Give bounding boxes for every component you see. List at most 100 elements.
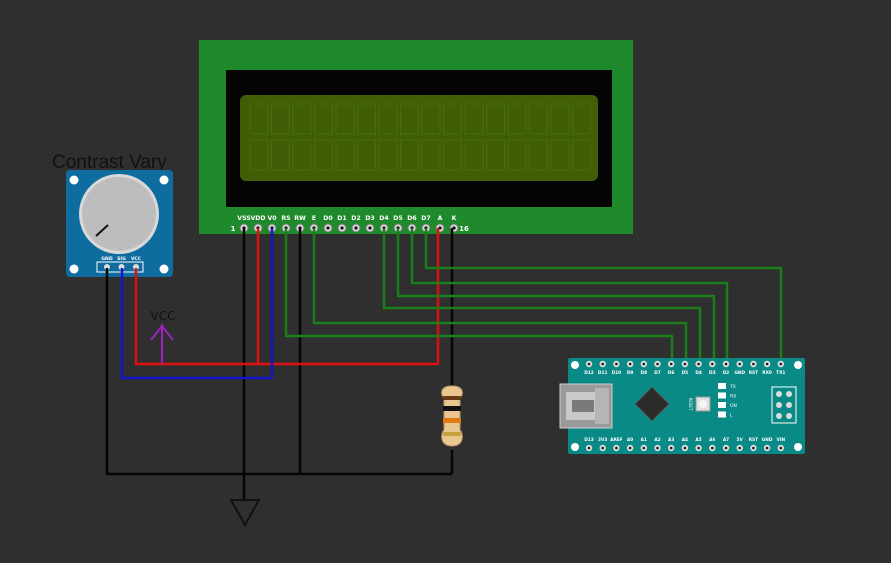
nano-pin-hole xyxy=(669,446,673,450)
lcd-character-cell xyxy=(335,103,355,135)
lcd-character-cell xyxy=(550,103,570,135)
lcd-character-cell xyxy=(249,139,269,171)
lcd-character-cell xyxy=(357,103,376,135)
lcd-pin-label: D2 xyxy=(351,215,360,222)
nano-pin-label: D4 xyxy=(695,370,702,376)
nano-pin-label: D9 xyxy=(627,370,634,376)
lcd-pin-label: V0 xyxy=(267,215,277,222)
mounting-hole xyxy=(69,264,79,274)
nano-pin-label: RST xyxy=(749,437,758,443)
mounting-hole xyxy=(159,264,169,274)
nano-pin-label: A5 xyxy=(695,437,701,443)
lcd-pin-label: RW xyxy=(294,215,306,222)
wire-e-d5 xyxy=(312,228,688,362)
status-led xyxy=(718,402,726,408)
nano-pin-label: A6 xyxy=(709,437,715,443)
nano-pin-label: AREF xyxy=(610,437,623,443)
wire-vdd-vcc xyxy=(134,228,260,366)
nano-pin-hole xyxy=(697,362,700,366)
status-led-label: L xyxy=(730,413,733,419)
nano-pin-hole xyxy=(738,362,741,366)
wire-v0-signal xyxy=(120,228,274,380)
lcd-pin-label: VDD xyxy=(250,215,265,222)
wire-d5-d3 xyxy=(396,228,716,362)
nano-pin-hole xyxy=(724,446,728,450)
wire-anode-vcc xyxy=(258,228,440,366)
lcd-character-cell xyxy=(507,103,527,135)
status-led xyxy=(718,392,726,399)
lcd-character-cell xyxy=(529,139,548,171)
resistor-band xyxy=(443,432,461,436)
resistor-band xyxy=(443,396,461,400)
nano-pin-label: D7 xyxy=(654,370,661,376)
icsp-pin xyxy=(776,391,782,397)
lcd-character-cell xyxy=(572,139,591,171)
status-led xyxy=(718,383,726,389)
nano-pin-hole xyxy=(752,446,755,450)
lcd-character-cell xyxy=(486,139,505,171)
nano-pin-label: D12 xyxy=(584,370,594,376)
lcd-character-cell xyxy=(314,139,333,171)
potentiometer-pin[interactable] xyxy=(104,264,110,270)
potentiometer-knob[interactable] xyxy=(82,177,156,251)
vcc-label: VCC xyxy=(151,309,176,323)
lcd-pin-label: K xyxy=(452,215,457,222)
reset-button-cap xyxy=(699,400,707,408)
nano-pin-hole xyxy=(615,446,618,450)
potentiometer-pin-label: GND xyxy=(101,256,113,262)
wires xyxy=(105,228,783,500)
nano-pin-label: RX0 xyxy=(762,370,772,376)
nano-pin-hole xyxy=(642,362,646,366)
nano-pin-hole xyxy=(765,446,769,450)
lcd-character-cell xyxy=(550,139,570,171)
lcd-character-cell xyxy=(400,103,419,135)
nano-pin-hole xyxy=(779,446,783,450)
lcd-pin-label: D4 xyxy=(379,215,389,222)
icsp-pins xyxy=(776,391,792,419)
icsp-pin xyxy=(776,413,782,419)
nano-pin-label: 3V3 xyxy=(598,437,607,443)
lcd-character-cell xyxy=(443,103,462,135)
nano-pin-hole xyxy=(669,362,673,366)
lcd-character-cell xyxy=(464,103,484,135)
nano-pin-label: GND xyxy=(762,437,773,443)
wire-d7-tx1 xyxy=(424,228,783,362)
vcc-symbol: VCC xyxy=(150,309,176,364)
nano-pin-label: 5V xyxy=(737,437,744,443)
nano-pin-hole xyxy=(601,362,604,366)
status-led xyxy=(718,411,726,418)
icsp-pin xyxy=(786,413,792,419)
nano-pin-hole xyxy=(724,362,728,366)
lcd-pin-hole xyxy=(326,226,330,230)
nano-pin-label: D3 xyxy=(709,370,716,376)
icsp-pin xyxy=(786,402,792,408)
lcd-character-cell xyxy=(529,103,548,135)
nano-pin-label: A2 xyxy=(654,437,660,443)
lcd-character-cell xyxy=(400,139,419,171)
lcd-pin-hole xyxy=(368,226,372,230)
lcd-pin-first-number: 1 xyxy=(231,225,236,233)
lcd-character-cell xyxy=(572,103,591,135)
lcd-pin-label: D7 xyxy=(421,215,430,222)
nano-pin-hole xyxy=(765,362,769,366)
lcd-pin-hole xyxy=(340,226,344,230)
nano-pin-hole xyxy=(711,362,714,366)
lcd-character-cell xyxy=(421,139,441,171)
lcd-pin-label: RS xyxy=(281,215,290,222)
potentiometer-pin[interactable] xyxy=(133,264,139,270)
mounting-hole xyxy=(794,361,802,369)
reset-label: RESET xyxy=(688,398,693,411)
lcd-pin-hole xyxy=(354,226,358,230)
lcd-character-cell xyxy=(486,103,505,135)
lcd-character-cell xyxy=(271,139,290,171)
lcd-pin-last-number: 16 xyxy=(459,225,469,233)
wire-pot-gnd xyxy=(105,268,452,476)
nano-pin-label: GND xyxy=(734,370,745,376)
lcd-character-cell xyxy=(271,103,290,135)
lcd-character-cell xyxy=(292,103,312,135)
